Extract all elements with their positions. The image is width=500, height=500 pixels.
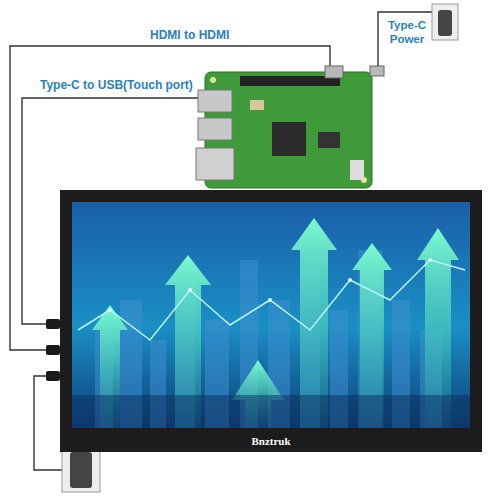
power-outlet (62, 4, 458, 492)
cables (10, 12, 432, 470)
raspberry-pi-board (196, 66, 384, 188)
cable-label: Type-C Power (384, 18, 430, 46)
monitor-screen (72, 202, 470, 428)
cable-label: HDMI to HDMI (150, 28, 229, 42)
brand-name: Bnztruk (72, 435, 470, 447)
monitor-bezel: Bnztruk (60, 190, 482, 452)
cable-label: Type-C to USB(Touch port) (40, 78, 193, 92)
monitor-ports (46, 319, 60, 381)
